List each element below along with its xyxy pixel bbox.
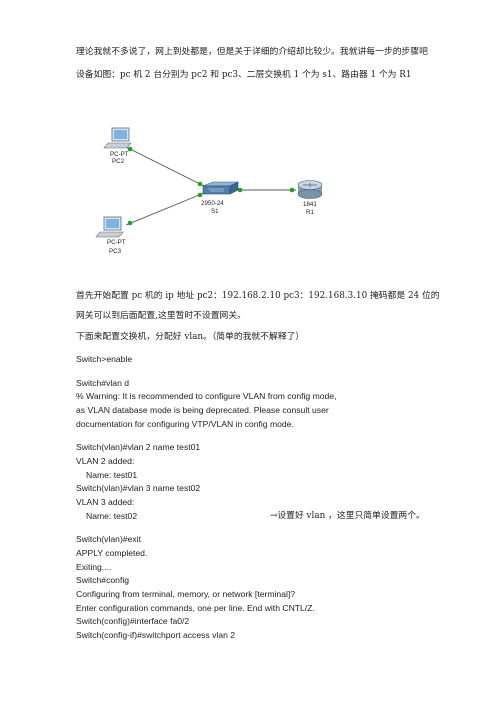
router-model-label: 1841: [303, 201, 317, 208]
code-annotation: →设置好 vlan ，这里只简单设置两个。: [270, 511, 425, 521]
switch-name-label: S1: [211, 208, 219, 215]
pc3-model-label: PC-PT: [107, 239, 126, 246]
link-status-dot: [197, 181, 203, 187]
paragraph-ip-config-line-1: 首先开始配置 pc 机的 ip 地址 pc2：192.168.2.10 pc3：…: [76, 291, 440, 301]
intro-line-2: 设备如图：pc 机 2 台分别为 pc2 和 pc3、二层交换机 1 个为 s1…: [76, 70, 412, 80]
code-line: Switch#vlan d: [76, 378, 130, 388]
pc-icon: [95, 216, 124, 238]
pc3-name-label: PC3: [109, 248, 122, 255]
switch-icon: [202, 181, 239, 195]
code-line: Switch(vlan)#vlan 3 name test02: [76, 483, 201, 493]
code-line: VLAN 3 added:: [76, 497, 135, 507]
code-line: as VLAN database mode is being deprecate…: [76, 405, 329, 415]
paragraph-ip-config-line-2: 网关可以到后面配置,这里暂时不设置网关。: [76, 311, 246, 321]
link-status-dot: [127, 220, 133, 226]
paragraph-switch-config: 下面来配置交换机，分配好 vlan。（简单的我就不解释了）: [76, 332, 305, 342]
link-status-dot: [197, 192, 203, 198]
code-line: documentation for configuring VTP/VLAN i…: [76, 419, 294, 429]
code-line: Configuring from terminal, memory, or ne…: [76, 589, 296, 599]
link-status-dot: [237, 187, 243, 193]
code-line: Enter configuration commands, one per li…: [76, 603, 315, 613]
code-line: Switch(vlan)#vlan 2 name test01: [76, 442, 201, 452]
code-line: Exiting....: [76, 562, 112, 572]
pc-icon: [103, 127, 132, 149]
code-line: APPLY completed.: [76, 548, 148, 558]
pc2-name-label: PC2: [112, 158, 125, 165]
code-line: Switch(vlan)#exit: [76, 534, 141, 544]
code-line: Switch(config-if)#switchport access vlan…: [76, 630, 236, 640]
code-line: Name: test02: [86, 511, 138, 521]
code-line: Name: test01: [86, 470, 138, 480]
code-line: VLAN 2 added:: [76, 456, 135, 466]
pc2-model-label: PC-PT: [110, 151, 129, 158]
intro-line-1: 理论我就不多说了，网上到处都是，但是关于详细的介绍却比较少。我就讲每一步的步骤吧: [76, 47, 428, 57]
code-line: % Warning: It is recommended to configur…: [76, 391, 337, 401]
link-status-dot: [289, 187, 295, 193]
code-line: Switch(config)#interface fa0/2: [76, 616, 190, 626]
code-line: Switch>enable: [76, 354, 133, 364]
code-line: Switch#config: [76, 575, 130, 585]
link-pc3-s1: [125, 192, 205, 226]
link-status-dot: [127, 146, 133, 152]
router-name-label: R1: [306, 209, 314, 216]
link-pc2-s1: [125, 146, 205, 187]
router-icon: [297, 180, 323, 199]
switch-model-label: 2950-24: [201, 200, 224, 207]
